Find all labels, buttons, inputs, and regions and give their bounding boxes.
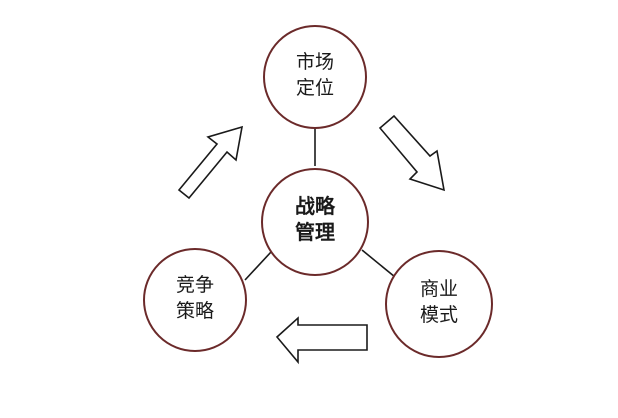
node-strategic-management: 战略 管理	[261, 168, 369, 276]
node-top-line2: 定位	[296, 77, 334, 99]
node-market-positioning: 市场 定位	[263, 25, 367, 129]
arrow-down-right-icon	[378, 114, 446, 192]
node-right-line1: 商业	[420, 278, 458, 300]
arrow-up-right-icon	[177, 125, 244, 200]
connector-left	[244, 251, 272, 281]
node-center-line2: 管理	[295, 220, 335, 244]
node-business-model: 商业 模式	[385, 250, 493, 358]
node-competitive-strategy: 竞争 策略	[143, 248, 247, 352]
node-center-line1: 战略	[295, 194, 336, 218]
node-top-line1: 市场	[296, 51, 334, 73]
arrow-left-icon	[275, 316, 368, 365]
node-left-line1: 竞争	[176, 274, 214, 296]
node-right-line2: 模式	[420, 304, 458, 326]
node-left-line2: 策略	[176, 300, 214, 322]
connector-right	[361, 249, 396, 278]
